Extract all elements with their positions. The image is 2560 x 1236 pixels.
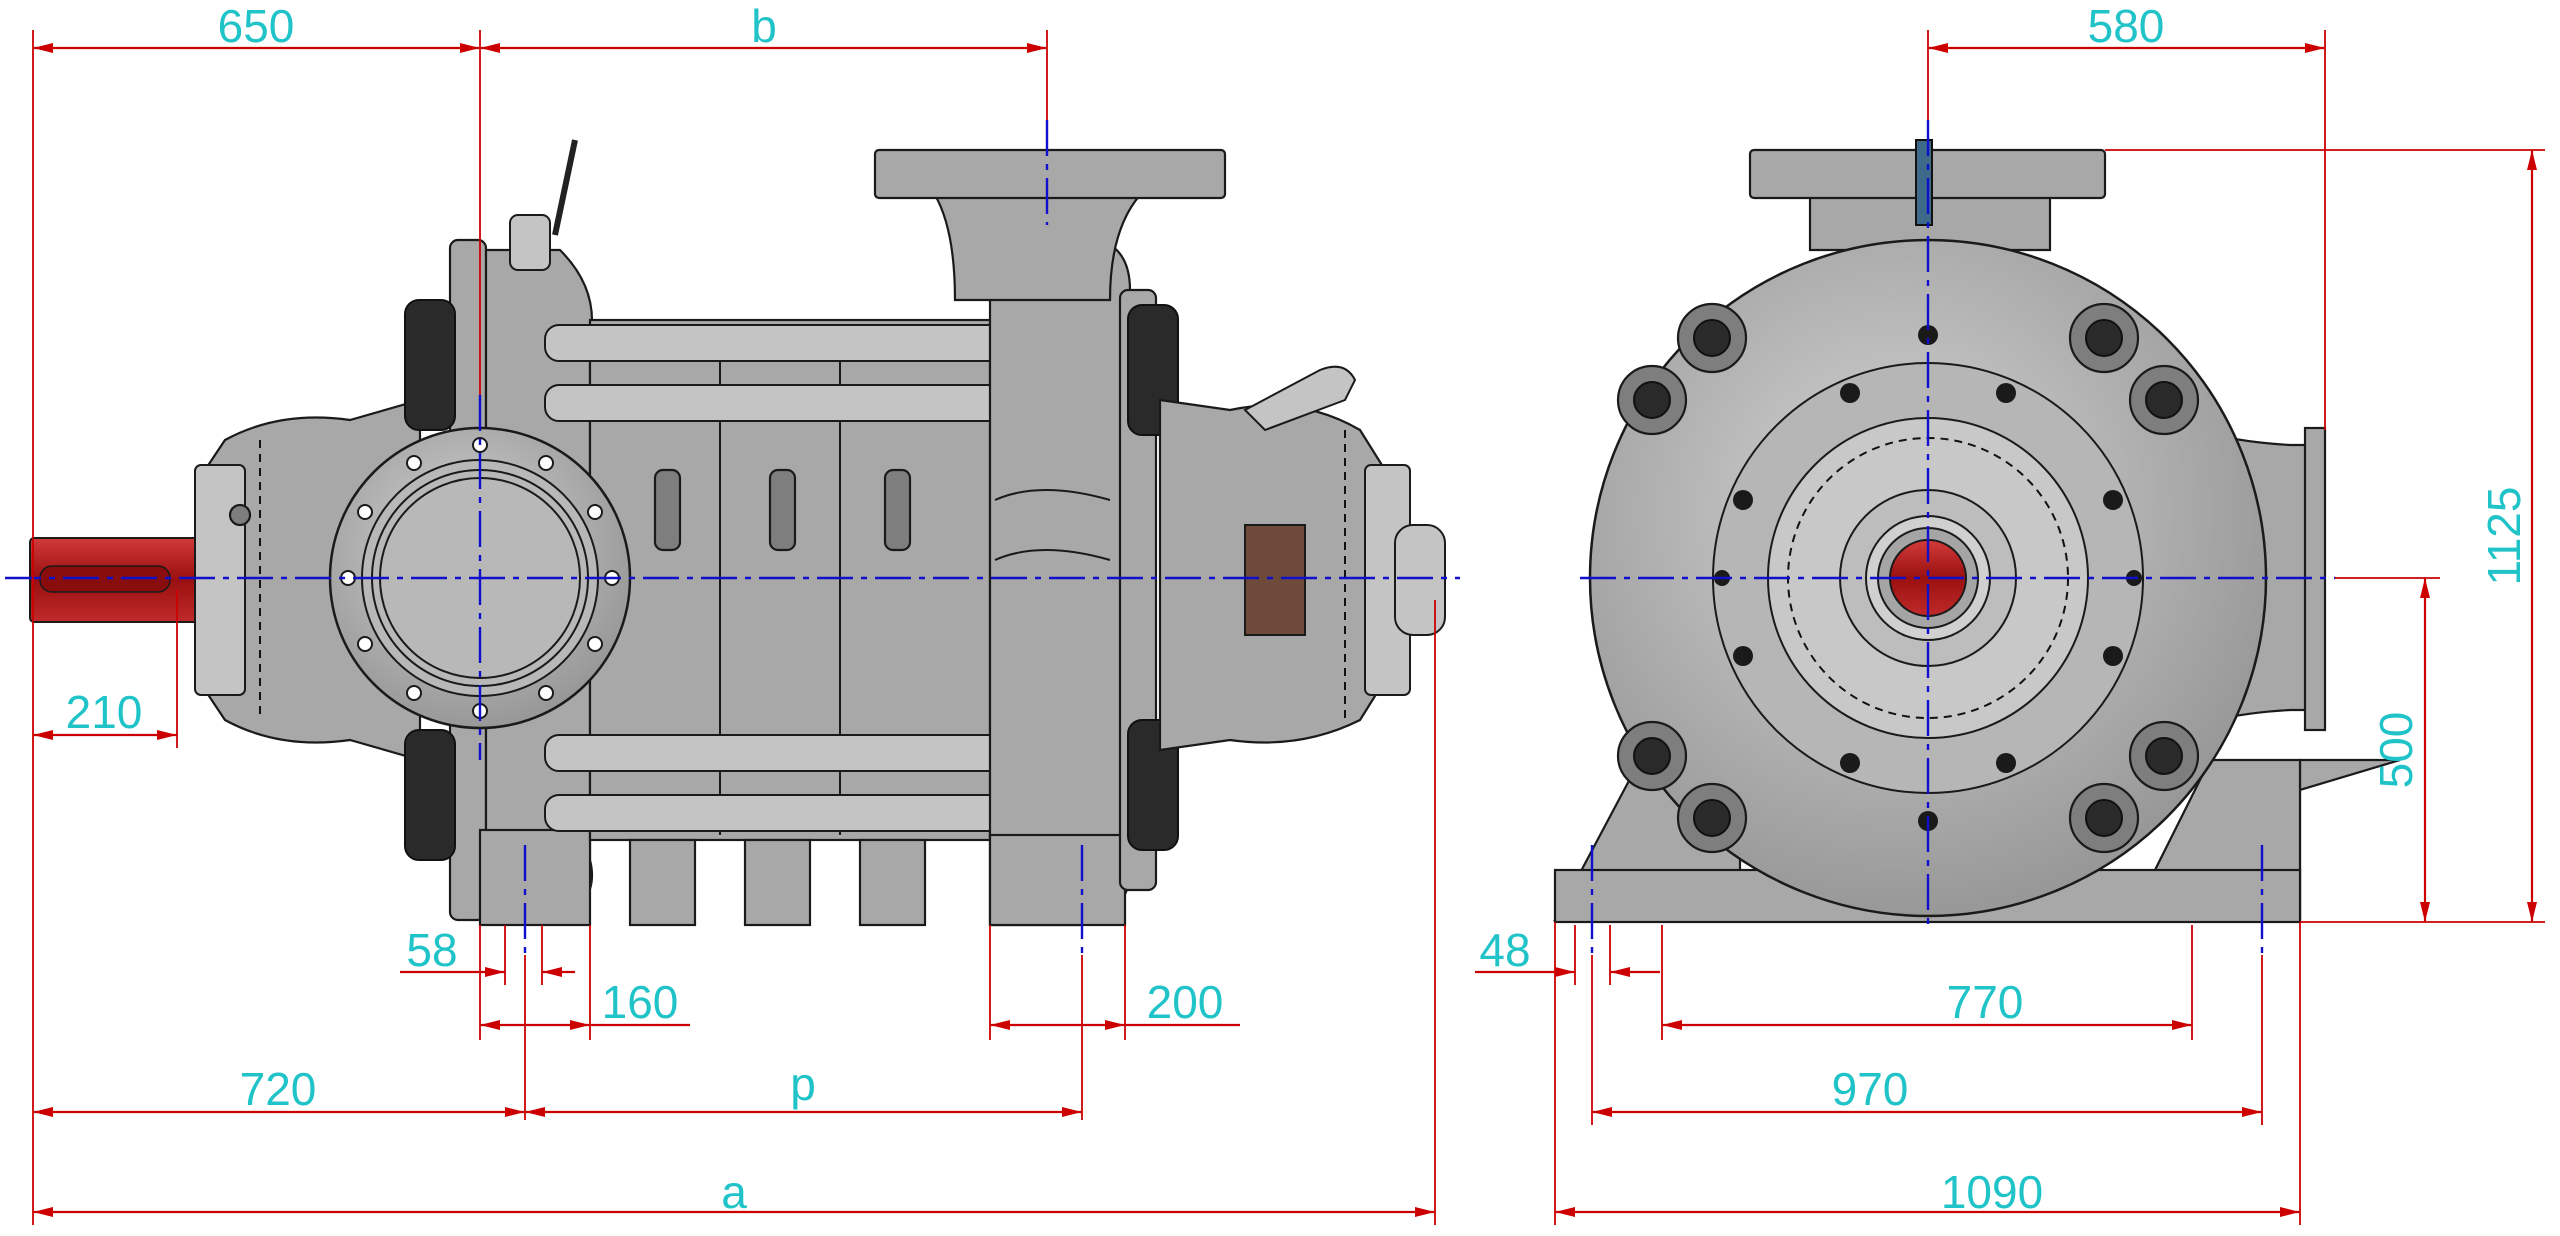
dim-58: 58 <box>406 924 457 976</box>
dim-48: 48 <box>1479 924 1530 976</box>
vent-valve <box>509 214 551 271</box>
dim-650: 650 <box>218 0 295 52</box>
tie-rod-bottom-2 <box>544 794 1016 832</box>
drain-pipe <box>1243 365 1357 432</box>
dim-970: 970 <box>1832 1063 1909 1115</box>
dim-a: a <box>721 1166 747 1218</box>
left-bearing-cover <box>194 464 246 696</box>
discharge-nozzle <box>933 193 1143 302</box>
end-view-discharge-stem <box>1915 139 1933 226</box>
end-view: 580 1125 500 48 770 970 1090 <box>1475 0 2545 1225</box>
discharge-flange <box>873 148 1227 200</box>
dim-580: 580 <box>2088 0 2165 52</box>
discharge-casing <box>988 238 1132 927</box>
tie-rod-bottom-1 <box>544 734 1016 772</box>
discharge-foot <box>988 833 1127 927</box>
dim-p: p <box>790 1058 816 1110</box>
dim-1125: 1125 <box>2478 487 2530 586</box>
dim-200: 200 <box>1147 976 1224 1028</box>
stage-foot-3 <box>858 838 927 927</box>
end-view-tie-bolts <box>1616 302 2200 854</box>
bearing-cap-right <box>1394 524 1446 636</box>
dim-210: 210 <box>66 686 143 738</box>
dim-720: 720 <box>240 1063 317 1115</box>
vent-valve-handle <box>552 139 578 236</box>
dim-160: 160 <box>602 976 679 1028</box>
stage-foot-1 <box>628 838 697 927</box>
dim-1090: 1090 <box>1941 1166 2043 1218</box>
tie-rod-top-1 <box>544 324 1016 362</box>
coupling-hub-right <box>1244 524 1306 636</box>
grease-nipple-left <box>228 503 252 527</box>
side-view: 650 b 210 58 160 200 720 p a <box>5 0 1460 1225</box>
suction-casing-foot <box>478 828 592 927</box>
tie-rod-top-2 <box>544 384 1016 422</box>
stuffing-box-left <box>404 299 456 431</box>
dim-500: 500 <box>2370 712 2422 789</box>
dim-b: b <box>751 0 777 52</box>
stage-foot-2 <box>743 838 812 927</box>
dim-770: 770 <box>1947 976 2024 1028</box>
